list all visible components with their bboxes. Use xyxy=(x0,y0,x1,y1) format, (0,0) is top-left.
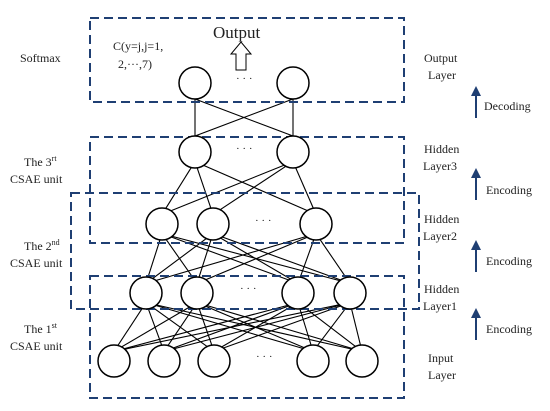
hidden3-node xyxy=(276,135,310,169)
decoding-label: Decoding xyxy=(484,99,531,113)
ellipsis-hidden3: · · · xyxy=(236,143,253,155)
unit1-label-line1: The 1st xyxy=(24,321,58,336)
edge-hidden3-hidden2 xyxy=(194,161,214,215)
edge-hidden3-hidden2 xyxy=(161,161,294,215)
hidden2-node xyxy=(299,207,333,241)
hidden2-label-2: Layer2 xyxy=(423,229,457,243)
unit3-label-line1: The 3rt xyxy=(24,154,57,169)
edge-hidden1-input xyxy=(163,302,198,352)
input-node xyxy=(345,344,379,378)
ellipsis-input: · · · xyxy=(256,351,273,363)
edge-hidden1-input xyxy=(113,302,299,352)
edge-hidden1-input xyxy=(113,302,147,352)
hidden1-node xyxy=(281,276,315,310)
unit2-label-line2: CSAE unit xyxy=(10,256,63,270)
formula-line-1: C(y=j,j=1, xyxy=(113,39,163,53)
edge-hidden1-input xyxy=(349,302,363,352)
input-node xyxy=(147,344,181,378)
input-layer-label-1: Input xyxy=(428,351,454,365)
edge-hidden1-input xyxy=(113,302,198,352)
edge-hidden3-hidden2 xyxy=(292,161,317,215)
output-node xyxy=(276,66,310,100)
output-layer-label-2: Layer xyxy=(428,68,456,82)
hidden1-label-1: Hidden xyxy=(424,282,459,296)
decoding-arrow-icon xyxy=(471,86,481,118)
encoding-label-bottom: Encoding xyxy=(486,322,532,336)
edge-hidden3-hidden2 xyxy=(194,161,317,215)
output-layer-label-1: Output xyxy=(424,51,458,65)
formula-line-2: 2,···,7) xyxy=(118,57,152,71)
hidden1-label-2: Layer1 xyxy=(423,299,457,313)
edge-hidden3-hidden2 xyxy=(161,161,196,215)
encoding-label-mid: Encoding xyxy=(486,254,532,268)
hidden2-node xyxy=(196,207,230,241)
ellipsis-hidden1: · · · xyxy=(240,283,257,295)
ellipsis-hidden2: · · · xyxy=(255,215,272,227)
unit3-label-line2: CSAE unit xyxy=(10,172,63,186)
edge-hidden2-hidden1 xyxy=(145,233,214,284)
edge-hidden2-hidden1 xyxy=(212,233,351,284)
edge-hidden2-hidden1 xyxy=(196,233,214,284)
input-layer-label-2: Layer xyxy=(428,368,456,382)
hidden2-node xyxy=(145,207,179,241)
hidden1-node xyxy=(333,276,367,310)
edge-hidden1-input xyxy=(312,302,351,352)
output-node xyxy=(178,66,212,100)
edge-hidden1-input xyxy=(113,302,351,352)
hidden3-label-1: Hidden xyxy=(424,142,459,156)
edge-hidden1-input xyxy=(297,302,314,352)
input-node xyxy=(296,344,330,378)
dashed-boxes xyxy=(70,17,420,399)
hidden1-node xyxy=(129,276,163,310)
edge-output-hidden3 xyxy=(194,98,294,137)
output-arrow-icon xyxy=(229,41,253,71)
output-box xyxy=(89,17,405,103)
hidden3-node xyxy=(178,135,212,169)
csae-unit-1-box xyxy=(89,275,405,399)
hidden3-label-2: Layer3 xyxy=(423,159,457,173)
edge-hidden1-input xyxy=(163,302,351,352)
unit2-label-line1: The 2nd xyxy=(24,238,60,253)
encoding-arrow-icon-bottom xyxy=(471,308,481,340)
edge-hidden2-hidden1 xyxy=(196,233,317,284)
csae-unit-2-box xyxy=(70,192,420,310)
encoding-arrow-icon-top xyxy=(471,168,481,200)
edge-hidden1-input xyxy=(213,302,351,352)
output-title: Output xyxy=(213,23,261,42)
encoding-label-top: Encoding xyxy=(486,183,532,197)
edge-hidden3-hidden2 xyxy=(212,161,294,215)
hidden1-node xyxy=(180,276,214,310)
unit1-label-line2: CSAE unit xyxy=(10,339,63,353)
csae-unit-3-box xyxy=(89,136,405,244)
hidden2-label-1: Hidden xyxy=(424,212,459,226)
input-node xyxy=(197,344,231,378)
edge-hidden1-input xyxy=(196,302,363,352)
softmax-label: Softmax xyxy=(20,51,61,65)
neuron-nodes xyxy=(97,66,379,378)
input-node xyxy=(97,344,131,378)
ellipsis-output: · · · xyxy=(236,73,253,85)
encoding-arrow-icon-mid xyxy=(471,240,481,272)
